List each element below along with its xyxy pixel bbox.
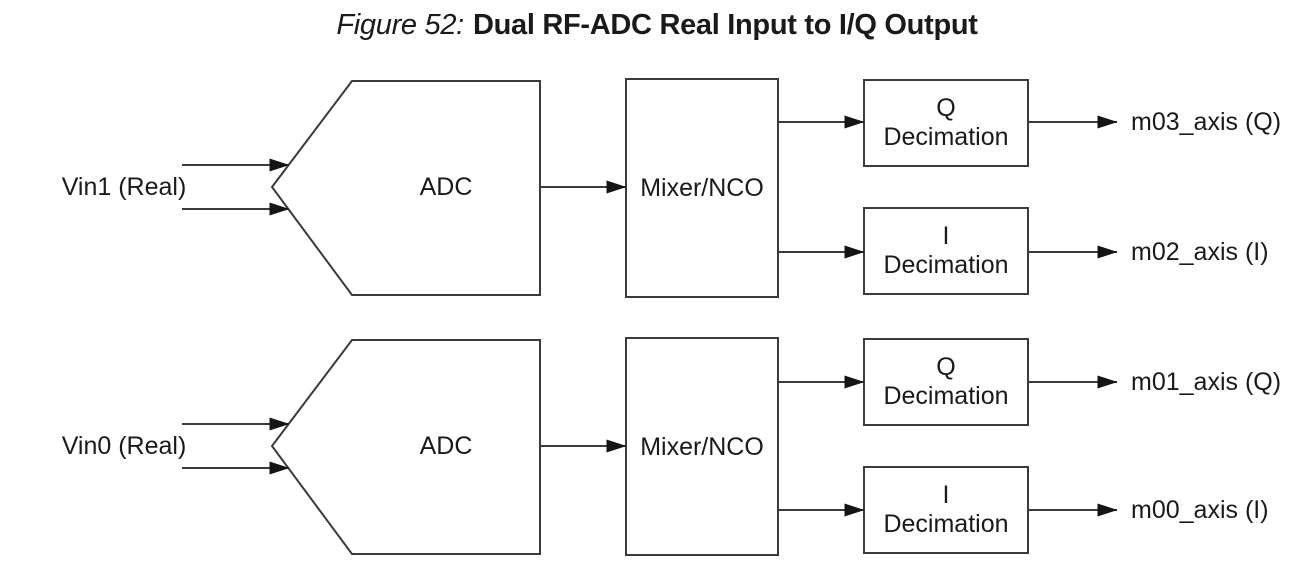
i-decimation-label-row2: I Decimation [864,471,1028,549]
q-output-label-row1: m03_axis (Q) [1131,107,1282,136]
i-decimation-line2-row1: Decimation [883,251,1009,279]
q-output-label-row2: m01_axis (Q) [1131,367,1282,396]
q-decimation-line1-row2: Q [936,353,956,381]
adc-label-row2: ADC [419,431,473,460]
i-decimation-line1-row2: I [942,481,950,509]
mixer-nco-label-row1: Mixer/NCO [640,173,764,202]
q-decimation-label-row2: Q Decimation [864,343,1028,421]
q-decimation-label-row1: Q Decimation [864,84,1028,162]
figure-number: Figure 52: [336,8,464,41]
mixer-nco-label-row2: Mixer/NCO [640,432,764,461]
figure-title: Figure 52: Dual RF-ADC Real Input to I/Q… [0,6,1314,44]
q-decimation-line2-row2: Decimation [883,382,1009,410]
i-output-label-row2: m00_axis (I) [1131,495,1269,524]
q-decimation-line1-row1: Q [936,94,956,122]
q-decimation-line2-row1: Decimation [883,123,1009,151]
vin1-input-label: Vin1 (Real) [61,172,187,201]
i-output-label-row1: m02_axis (I) [1131,237,1269,266]
adc-label-row1: ADC [419,172,473,201]
i-decimation-label-row1: I Decimation [864,212,1028,290]
i-decimation-line2-row2: Decimation [883,510,1009,538]
i-decimation-line1-row1: I [942,222,950,250]
figure-caption: Dual RF-ADC Real Input to I/Q Output [472,8,978,41]
vin0-input-label: Vin0 (Real) [61,431,187,460]
